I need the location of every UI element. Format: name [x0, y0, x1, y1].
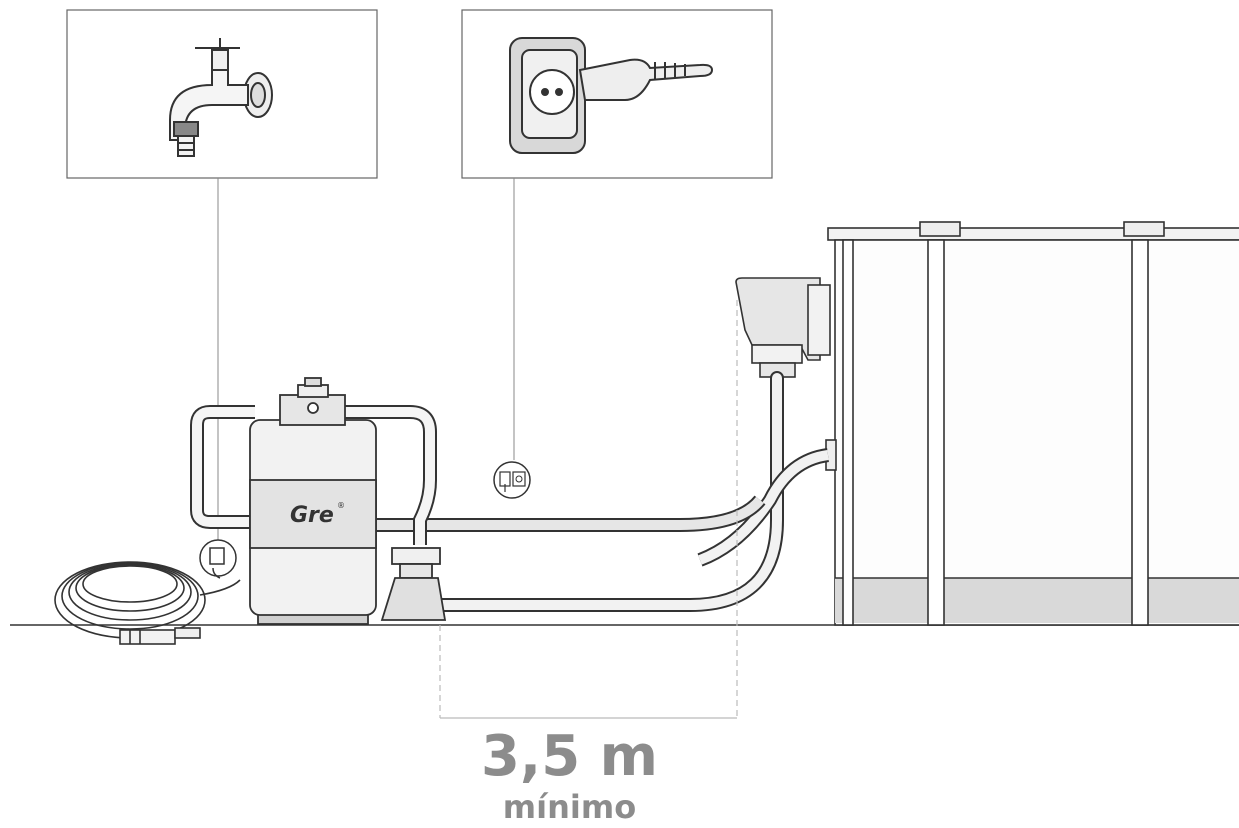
hose-connector-icon: [199, 539, 237, 579]
above-ground-pool: [825, 221, 1239, 626]
minimum-label: mínimo: [502, 788, 637, 826]
pump-loop-pipe: [190, 405, 437, 545]
minimum-distance-dimension: [439, 300, 738, 719]
pump-valve: [380, 547, 447, 621]
plug-callout: [461, 9, 773, 460]
water-tap-icon: [169, 38, 273, 157]
power-socket-marker-icon: [493, 461, 531, 499]
tap-callout: [66, 9, 378, 540]
filter-pump: Gre ®: [249, 377, 377, 625]
pool-water-band: [835, 578, 1239, 623]
power-plug-socket-icon: [509, 37, 714, 154]
garden-hose-coil: [54, 561, 241, 645]
brand-logo: Gre: [290, 503, 334, 528]
suction-hose: [403, 371, 784, 612]
distance-label: 3,5 m: [480, 724, 659, 789]
main-pipe: [250, 495, 766, 532]
skimmer: [735, 277, 831, 378]
brand-registered-mark: ®: [337, 501, 345, 510]
